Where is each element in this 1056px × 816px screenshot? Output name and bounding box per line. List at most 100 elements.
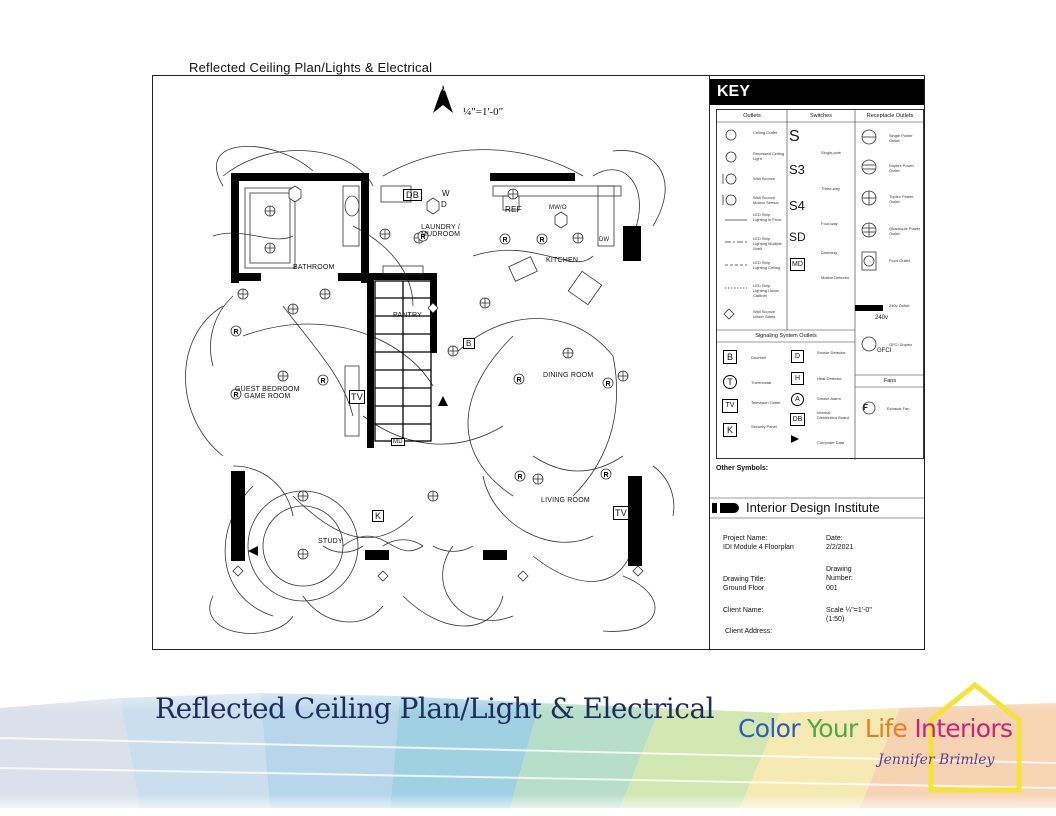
svg-text:R: R	[233, 329, 238, 336]
fan-symbol: F	[863, 403, 868, 412]
key-outlet-label: Ceiling Outlet	[753, 130, 778, 135]
tag-240v: 240v	[875, 315, 889, 321]
room-label-pantry: PANTRY	[393, 312, 422, 319]
drawing-title-label: Drawing Title:	[723, 576, 766, 583]
svg-text:N: N	[441, 87, 445, 93]
tag-tv-living: TV	[613, 506, 629, 520]
signal-label: Smoke Detector	[817, 350, 846, 355]
receptacle-label: Quadruple Power Outlet	[889, 226, 921, 236]
signal-symbol-heat-detector: H	[791, 372, 804, 385]
switch-symbol-single: S	[789, 128, 800, 145]
institute-name: Interior Design Institute	[746, 500, 880, 515]
signal-label: Smoke Alarm	[817, 396, 841, 401]
fan-label: Exhaust Fan	[887, 406, 910, 411]
tag-tv-guest: TV	[349, 390, 365, 404]
key-grid	[717, 110, 925, 460]
house-logo-icon	[928, 681, 1022, 793]
switch-symbol-motion: MD	[790, 258, 805, 271]
logo-word-color: Color	[738, 714, 800, 743]
switch-label: Dimming	[821, 250, 837, 255]
page-title: Reflected Ceiling Plan/Lights & Electric…	[189, 60, 433, 75]
key-outlet-label: Wall Sconce Under Stairs	[753, 309, 776, 319]
tag-db: DB	[403, 189, 422, 201]
client-name-label: Client Name:	[723, 607, 764, 614]
tag-mwo: MW/O	[549, 205, 567, 211]
brand-bar	[710, 497, 924, 519]
footer-title: Reflected Ceiling Plan/Light & Electrica…	[155, 692, 715, 725]
logo-signature: Jennifer Brimley	[878, 752, 995, 768]
room-label-bathroom: BATHROOM	[293, 264, 335, 271]
key-table: Outlets Switches Receptacle Outlets Sign…	[716, 109, 925, 460]
signal-symbol-tv: TV	[722, 399, 738, 413]
tag-d: D	[441, 200, 447, 209]
signal-label: Computer Data	[817, 440, 845, 445]
key-outlet-label: LED Strip Lighting Under Cabinet	[753, 283, 780, 298]
receptacle-label: Floor Outlet	[889, 258, 910, 263]
tag-gfci: GFCI	[877, 348, 892, 354]
key-col-signaling: Signaling System Outlets	[755, 333, 817, 339]
tag-md: MD	[391, 438, 405, 446]
tag-k: K	[372, 510, 385, 522]
key-outlet-label: Wall Sconce	[753, 176, 776, 181]
signal-symbol-security: K	[723, 423, 737, 437]
svg-text:R: R	[233, 392, 238, 399]
key-title: KEY	[710, 79, 924, 105]
plan-scale: ¼"=1'-0"	[463, 106, 504, 118]
svg-text:R: R	[420, 234, 425, 241]
signal-symbol-distribution-board: DB	[790, 413, 805, 426]
key-outlet-label: LED Strip Lighting in Floor	[753, 212, 782, 222]
drawing-title-value: Ground Floor	[723, 585, 765, 592]
room-label-dining: DINING ROOM	[543, 372, 594, 379]
switch-symbol-dimming: SD	[789, 230, 806, 244]
other-symbols-label: Other Symbols:	[716, 465, 769, 472]
key-col-fans: Fans	[883, 378, 897, 384]
receptacle-label: Duplex Power Outlet	[889, 163, 914, 173]
key-outlet-label: LED Strip Lighting Ceiling	[753, 260, 781, 270]
tag-ref: REF	[505, 205, 522, 214]
room-label-laundry: LAUNDRY / MUDROOM	[421, 224, 461, 238]
switch-label: Single-pole	[821, 150, 842, 155]
tag-dw: DW	[599, 237, 610, 243]
tag-w: W	[442, 189, 450, 198]
key-outlet-label: LED Strip Lighting Multiple Shelf	[753, 236, 782, 251]
signal-label: Security Panel	[751, 424, 777, 429]
switch-symbol-three-way: S3	[789, 162, 805, 177]
svg-text:R: R	[603, 472, 608, 479]
signal-label: Heat Detector	[817, 376, 842, 381]
key-col-receptacles: Receptacle Outlets	[866, 113, 914, 119]
receptacle-label: Triplex Power Outlet	[889, 194, 914, 204]
room-label-guest-bedroom: GUEST BEDROOM GAME ROOM	[235, 386, 300, 400]
paint-swatch-banner	[0, 668, 1056, 816]
switch-symbol-four-way: S4	[789, 198, 805, 213]
project-name-value: IDI Module 4 Floorplan	[723, 544, 794, 551]
signal-symbol-thermostat: T	[723, 375, 737, 389]
date-label: Date:	[826, 535, 843, 542]
svg-text:R: R	[502, 237, 507, 244]
signal-label: Doorbell	[751, 355, 766, 360]
svg-text:R: R	[539, 237, 544, 244]
receptacle-label: 240v Outlet	[889, 303, 910, 308]
receptacle-label: GFCI Duplex	[889, 342, 913, 347]
client-address-label: Client Address:	[725, 628, 773, 635]
svg-text:R: R	[320, 378, 325, 385]
signal-label: Thermostat	[751, 380, 772, 385]
signal-label: Internal Distribution Board	[817, 410, 849, 420]
project-name-label: Project Name:	[723, 535, 768, 542]
date-value: 2/2/2021	[826, 544, 854, 551]
room-label-study: STUDY	[318, 538, 343, 545]
drawing-number-label: Drawing Number:	[826, 566, 853, 582]
key-outlet-label: Wall Sconce Motion Sensor	[753, 195, 779, 205]
signal-label: Television Outlet	[751, 400, 781, 405]
signal-symbol-smoke-alarm: A	[791, 393, 804, 406]
floor-plan-drawing: RRR RRR RRR R	[185, 146, 675, 634]
logo-word-interiors: Interiors	[914, 714, 1013, 743]
signal-symbol-smoke-detector: D	[791, 350, 804, 363]
svg-text:R: R	[517, 474, 522, 481]
key-col-switches: Switches	[809, 113, 832, 119]
svg-text:R: R	[516, 377, 521, 384]
brand-logo-text: Color Your Life Interiors	[738, 714, 1013, 743]
legend-panel: KEY	[710, 76, 925, 649]
key-outlet-label: Recessed Ceiling Light	[753, 151, 785, 161]
